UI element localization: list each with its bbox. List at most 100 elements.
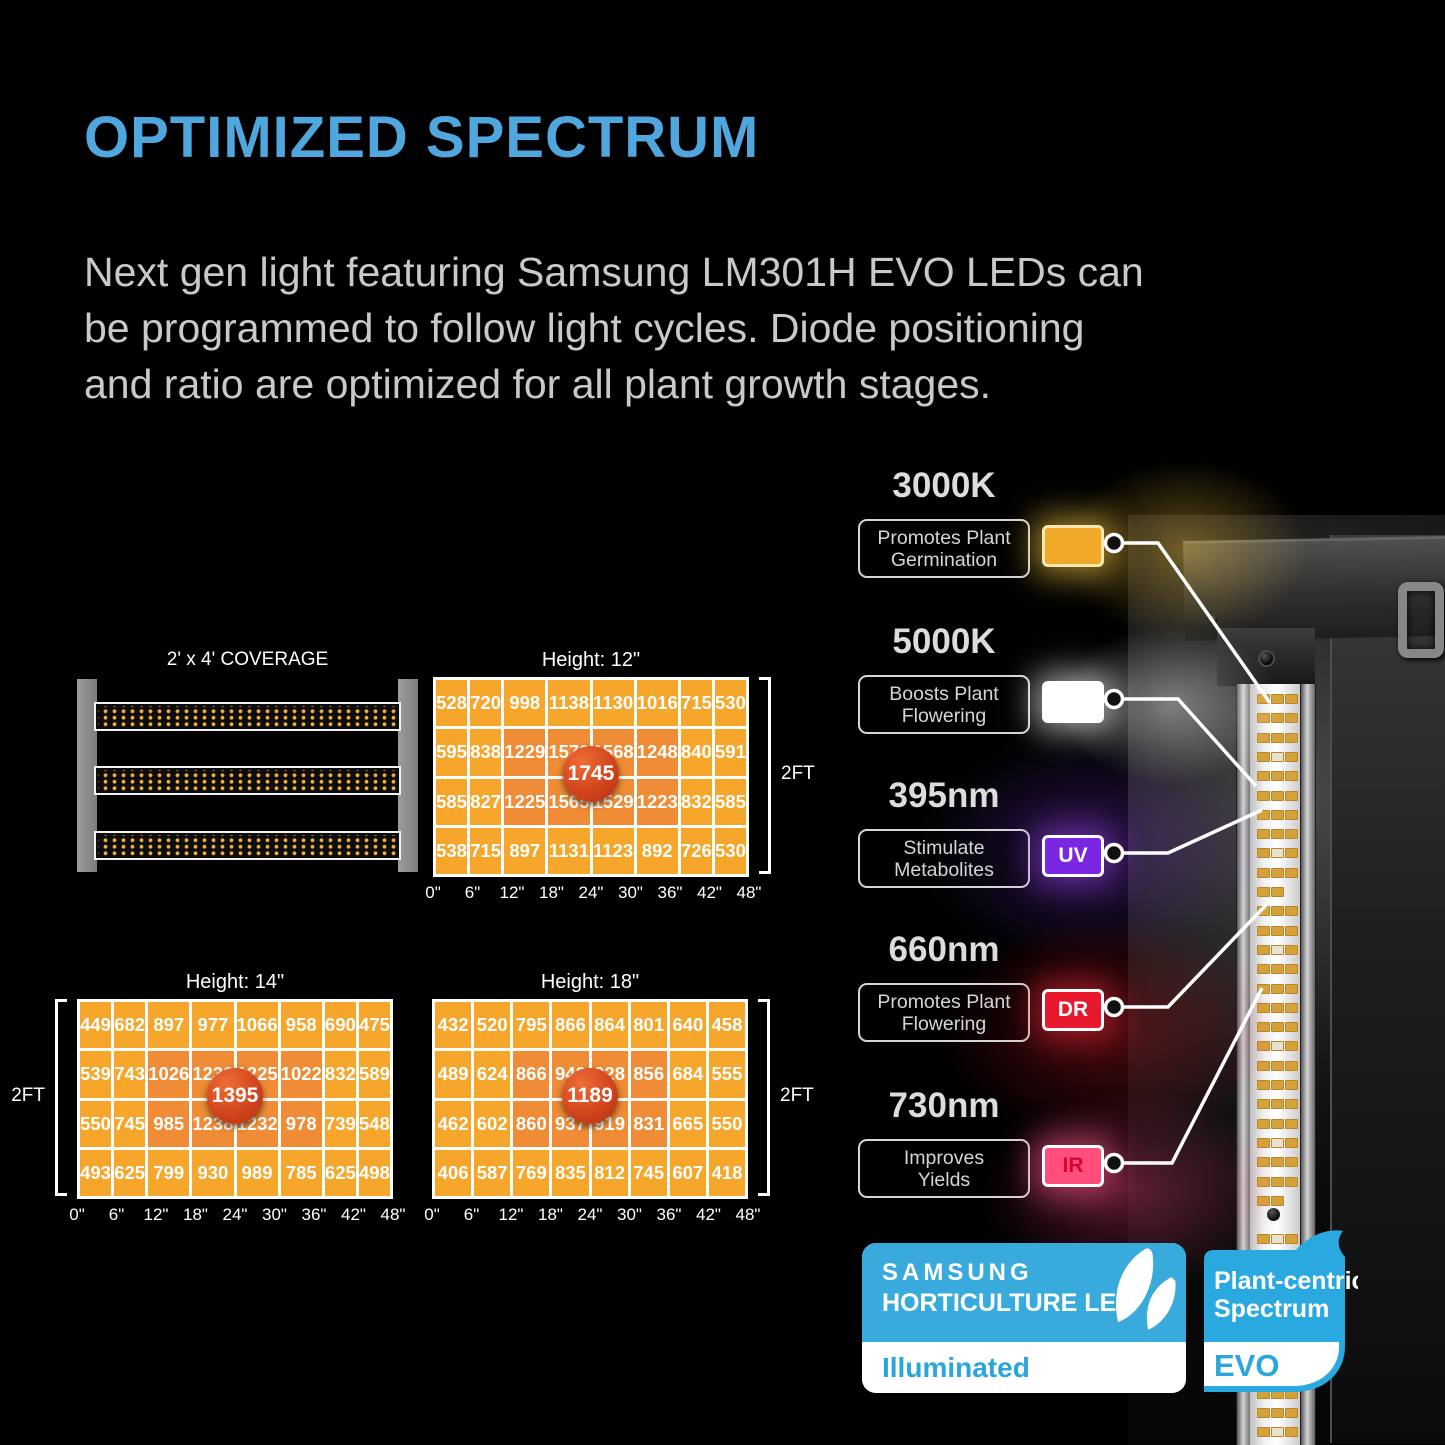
x-axis-tick: 48" [735,1205,761,1224]
heatmap-cell: 607 [669,1149,706,1196]
heatmap-cell: 538 [436,827,468,874]
led-diode [1271,809,1284,820]
heatmap-cell: 690 [324,1002,356,1049]
led-diode [1257,1080,1270,1090]
heatmap-cell: 897 [504,827,546,874]
heatmap-x-axis: 0"6"12"18"24"30"36"42"48" [424,1205,760,1229]
led-bar-cap [1217,628,1315,686]
callout-label-line: Promotes Plant [877,990,1011,1013]
heatmap-cell: 684 [669,1051,706,1098]
page-title: OPTIMIZED SPECTRUM [84,105,760,170]
hanger-hook [1398,582,1444,658]
led-diode [1271,1118,1284,1129]
heatmap-cell: 591 [714,729,746,776]
heatmap-cell: 530 [714,827,746,874]
heatmap-cell: 550 [708,1100,745,1147]
heatmap-cell: 498 [358,1149,390,1196]
heatmap-x-axis: 0"6"12"18"24"30"36"42"48" [69,1205,405,1229]
heatmap-cell: 864 [591,1002,628,1049]
led-diode [1257,771,1270,782]
heatmap-cell: 795 [513,1002,550,1049]
callout-heading: 660nm [888,930,1000,969]
callout-label-line: Flowering [901,704,987,727]
evo-badge-footer-strip [1204,1342,1339,1386]
coverage-light-bar [94,766,401,795]
heatmap-title: Height: 14" [185,971,285,993]
led-diode [1271,829,1284,840]
led-diode [1271,887,1284,897]
x-axis-tick: 36" [656,1205,682,1224]
heatmap-cell: 715 [680,680,712,727]
led-diode [1271,983,1284,994]
led-diode [1257,925,1270,936]
evo-footer: EVO [1214,1348,1279,1383]
led-diode [1271,713,1284,724]
callout-395nm: 395nm Stimulate Metabolites UV [858,776,1104,888]
heatmap-cell: 977 [192,1002,234,1049]
heatmap-2ft-bracket [55,999,67,1196]
callout-label-line: Boosts Plant [889,682,999,705]
led-diode [1285,771,1298,782]
led-diode [1257,1408,1270,1419]
led-diode [1271,771,1284,782]
callout-label-box: Improves Yields [858,1139,1030,1198]
led-diode [1285,1234,1298,1245]
led-diode [1257,1022,1270,1033]
samsung-badge-footer: Illuminated [862,1342,1186,1393]
connector-dot [1103,688,1125,710]
samsung-logo: SAMSUNG [882,1259,1033,1286]
led-diode [1271,964,1284,975]
heatmap-cell: 585 [714,778,746,825]
coverage-light-bar [94,831,401,860]
heatmap-cell: 1229 [504,729,546,776]
callout-label-line: Stimulate [903,836,985,859]
x-axis-tick: 0" [425,883,441,902]
heatmap-cell: 1223 [636,778,678,825]
led-diode [1271,694,1284,704]
heatmap-cell: 539 [80,1051,112,1098]
coverage-light-bar [94,702,401,731]
heatmap-center-value: 1395 [207,1068,263,1124]
led-diode [1285,790,1298,801]
callout-label-line: Improves [903,1146,985,1169]
led-diode [1257,1176,1270,1187]
heatmap-cell: 801 [630,1002,667,1049]
heatmap-cell: 1016 [636,680,678,727]
led-diode [1257,790,1270,801]
diode-dots [98,770,397,791]
heatmap-cell: 1022 [280,1051,322,1098]
evo-spectrum-badge: Plant-centric Spectrum EVO [1204,1230,1358,1392]
x-axis-tick: 6" [108,1205,125,1224]
heatmap-center-value: 1745 [563,746,619,802]
led-diode [1285,732,1298,743]
led-diode [1257,1118,1270,1129]
led-diode [1271,1002,1284,1013]
heatmap-cell: 985 [148,1100,190,1147]
heatmap-cell: 589 [358,1051,390,1098]
x-axis-tick: 0" [424,1205,440,1224]
heatmap-cell: 769 [513,1149,550,1196]
led-diode [1285,1176,1298,1187]
heatmap-cell: 866 [513,1051,550,1098]
chip-label: IR [1062,1154,1084,1177]
heatmap-cell: 831 [630,1100,667,1147]
x-axis-tick: 42" [696,1205,721,1224]
led-diode [1257,829,1270,840]
led-diode [1271,1137,1284,1148]
heatmap-cell: 838 [470,729,502,776]
led-diode [1285,1118,1298,1129]
led-diode [1257,694,1270,704]
led-diode [1271,1060,1284,1071]
heatmap-cell: 866 [552,1002,589,1049]
led-diode [1285,1002,1298,1013]
heatmap-cell: 595 [436,729,468,776]
heatmap-cell: 745 [114,1100,146,1147]
led-diode [1257,906,1270,917]
led-chip-3000k-icon [1042,525,1104,567]
led-diode [1257,848,1270,859]
heatmap-cell: 530 [714,680,746,727]
x-axis-tick: 36" [301,1205,327,1224]
coverage-stage [75,677,420,877]
callout-label-line: Yields [917,1168,971,1191]
x-axis-tick: 12" [143,1205,169,1224]
